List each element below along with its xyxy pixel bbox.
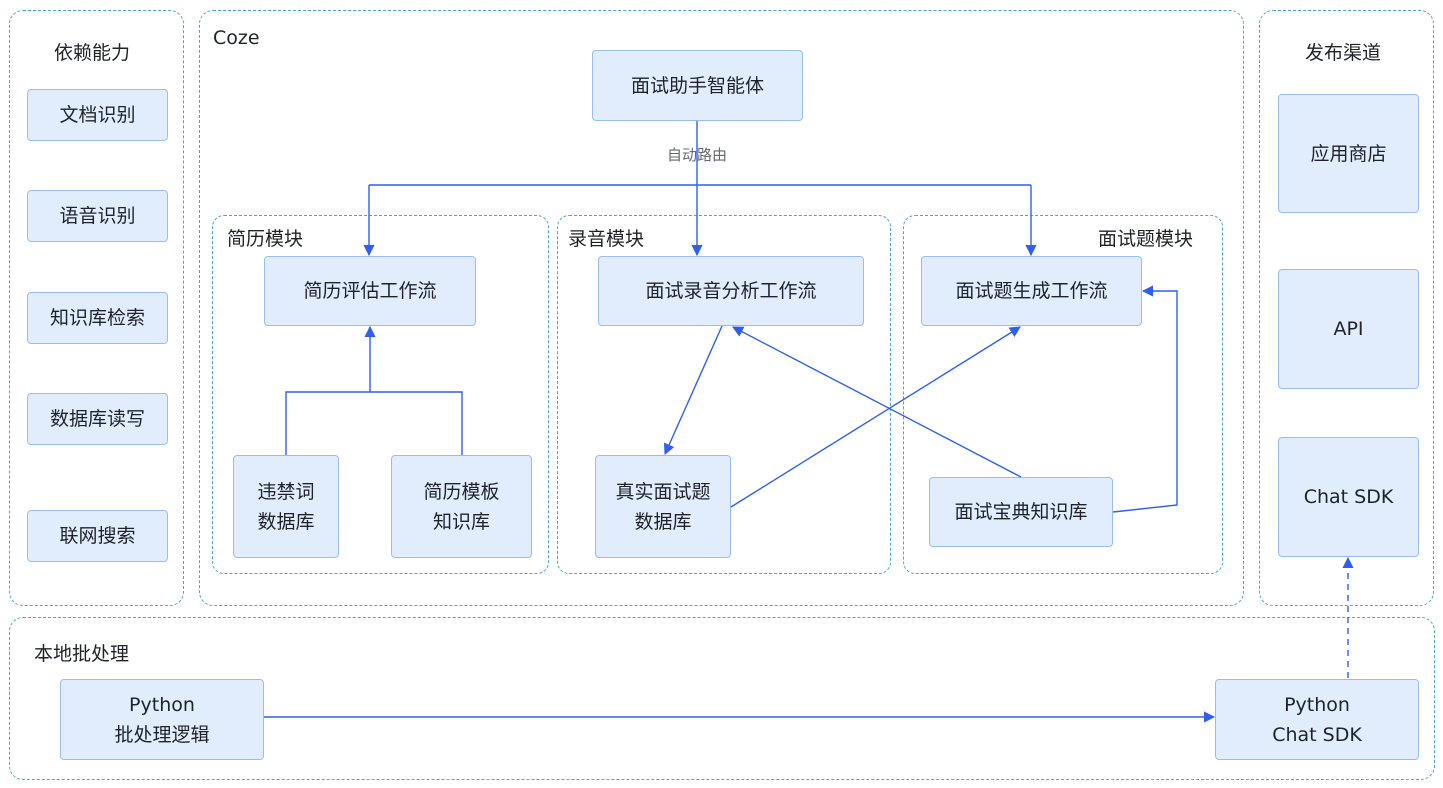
channel-app-store: 应用商店 <box>1278 94 1419 213</box>
interview-agent-node: 面试助手智能体 <box>592 50 803 121</box>
resume-template-kb-node: 简历模板 知识库 <box>391 455 532 558</box>
local-batch-panel <box>9 617 1435 780</box>
coze-panel-title: Coze <box>213 27 260 49</box>
resume-module-title: 简历模块 <box>227 228 304 250</box>
dependency-knowledge-retrieval: 知识库检索 <box>27 292 168 344</box>
release-channel-panel-title: 发布渠道 <box>1305 42 1382 64</box>
recording-workflow-node: 面试录音分析工作流 <box>598 256 864 326</box>
dependency-web-search: 联网搜索 <box>27 510 168 562</box>
dependency-speech-recognition: 语音识别 <box>27 190 168 242</box>
question-module-title: 面试题模块 <box>1098 228 1194 250</box>
recording-module-title: 录音模块 <box>568 228 645 250</box>
channel-chat-sdk: Chat SDK <box>1278 437 1419 557</box>
question-workflow-node: 面试题生成工作流 <box>921 256 1142 326</box>
resume-module <box>212 215 549 574</box>
dependency-document-recognition: 文档识别 <box>27 89 168 141</box>
real-questions-db-node: 真实面试题 数据库 <box>595 455 731 558</box>
python-chat-sdk-node: Python Chat SDK <box>1215 679 1419 760</box>
python-batch-logic-node: Python 批处理逻辑 <box>60 679 264 760</box>
channel-api: API <box>1278 269 1419 389</box>
coze-panel <box>199 10 1244 606</box>
local-batch-panel-title: 本地批处理 <box>34 643 130 665</box>
resume-workflow-node: 简历评估工作流 <box>264 256 476 326</box>
dependency-panel <box>9 10 184 606</box>
auto-route-label: 自动路由 <box>667 146 728 164</box>
release-channel-panel <box>1259 10 1434 606</box>
banned-words-db-node: 违禁词 数据库 <box>233 455 339 558</box>
interview-handbook-kb-node: 面试宝典知识库 <box>929 477 1113 547</box>
dependency-panel-title: 依赖能力 <box>54 42 131 64</box>
dependency-database-rw: 数据库读写 <box>27 393 168 445</box>
